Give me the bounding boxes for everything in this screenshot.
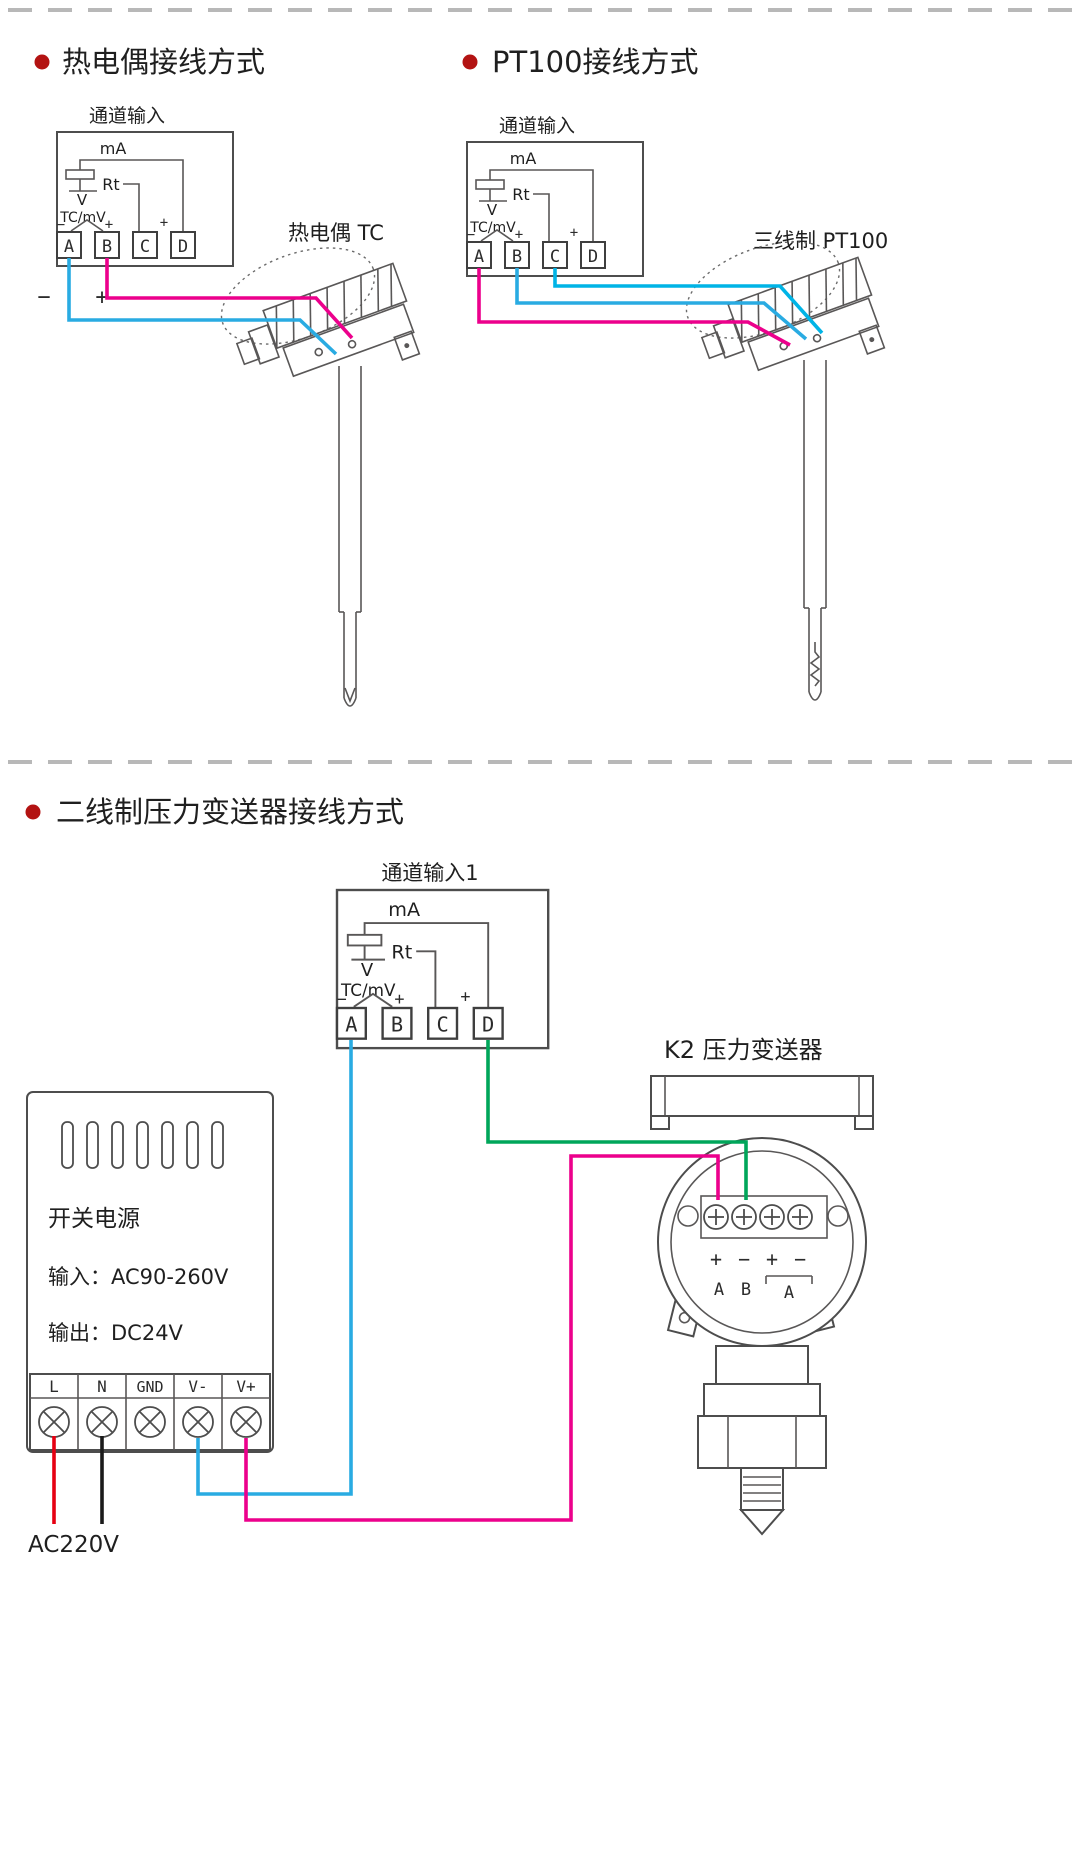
terminal-vplus-label: V+ — [236, 1377, 255, 1396]
bullet-icon — [462, 54, 478, 70]
terminal-vminus-label: V- — [188, 1377, 207, 1396]
tc-block-title: 通道输入 — [89, 105, 165, 127]
terminal-n-label: N — [97, 1377, 107, 1396]
pt100-wire-a-pink — [477, 268, 791, 347]
vent-slots — [61, 1121, 224, 1169]
housing-screw-left — [677, 1205, 699, 1227]
bullet-icon — [34, 54, 50, 70]
letter-b: B — [741, 1280, 751, 1300]
transmitter-terminal-frame — [700, 1195, 828, 1239]
ammeter-bracket — [765, 1275, 813, 1284]
thread-lines — [743, 1476, 781, 1502]
pt100-element-mark — [809, 642, 821, 687]
sign-4: − — [794, 1247, 806, 1271]
pt100-sensor-head — [693, 256, 891, 407]
tc-wire-minus: − — [37, 285, 50, 310]
pt100-sensor-label: 三线制 PT100 — [753, 229, 888, 253]
pt100-wire-c-cyan — [553, 268, 824, 335]
tc-wire-b-pink — [105, 258, 354, 340]
tc-junction-mark — [344, 687, 356, 704]
signal-wire-d-green — [486, 1040, 748, 1200]
letter-a1: A — [714, 1280, 724, 1300]
tc-sensor-head — [228, 262, 426, 413]
pt100-input-block — [465, 141, 644, 277]
pressure-transmitter: + − + − A B A — [650, 1075, 874, 1536]
sign-2: − — [738, 1247, 750, 1271]
terminal-screws — [38, 1406, 262, 1438]
bullet-icon — [25, 804, 41, 820]
signal-wire-vminus-blue — [196, 1040, 353, 1496]
mains-label: AC220V — [28, 1532, 119, 1558]
terminal-gnd-label: GND — [136, 1378, 163, 1396]
pt100-probe — [803, 360, 827, 701]
tc-sensor-label: 热电偶 TC — [288, 221, 384, 245]
transmitter-terminal-screws — [703, 1204, 813, 1230]
power-supply-input-rating: 输入：AC90-260V — [48, 1265, 229, 1289]
housing-inner-circle — [670, 1150, 854, 1334]
tc-heading: 热电偶接线方式 — [62, 45, 265, 79]
sign-3: + — [766, 1247, 778, 1271]
pressure-block-title: 通道输入1 — [381, 861, 478, 885]
letter-a2: A — [784, 1283, 794, 1303]
cap-tab-right — [854, 1115, 874, 1130]
pressure-section: 二线制压力变送器接线方式 通道输入1 开关电源 输入：AC90-260V 输出：… — [25, 795, 874, 1558]
pressure-input-block — [335, 888, 550, 1050]
transmitter-cap — [650, 1075, 874, 1117]
sign-1: + — [710, 1247, 722, 1271]
pressure-heading: 二线制压力变送器接线方式 — [56, 795, 404, 829]
loop-wire-vplus-pink — [244, 1154, 720, 1522]
housing-outer-circle — [657, 1137, 867, 1347]
transmitter-label: K2 压力变送器 — [664, 1036, 823, 1064]
housing-screw-right — [827, 1205, 849, 1227]
pt100-section: PT100接线方式 通道输入 三线制 PT100 — [462, 45, 891, 701]
pt100-block-title: 通道输入 — [499, 115, 575, 137]
terminal-l-label: L — [49, 1377, 59, 1396]
power-supply-outline — [26, 1091, 274, 1453]
tc-probe — [338, 366, 362, 707]
power-supply-output-rating: 输出：DC24V — [48, 1321, 184, 1345]
tc-input-block — [55, 131, 234, 267]
pt100-wire-b-blue — [515, 268, 808, 341]
power-supply-title: 开关电源 — [48, 1206, 140, 1232]
process-connection — [697, 1345, 827, 1536]
pt100-heading: PT100接线方式 — [492, 45, 699, 79]
probe-tip — [738, 1509, 786, 1536]
tc-section: 热电偶接线方式 通道输入 − + 热电偶 TC — [34, 45, 426, 707]
cap-tab-left — [650, 1115, 670, 1130]
tc-wire-a-blue — [67, 258, 338, 356]
terminal-strip-dividers — [30, 1374, 270, 1450]
power-supply: 开关电源 输入：AC90-260V 输出：DC24V L N GND V- V+ — [26, 1091, 274, 1558]
